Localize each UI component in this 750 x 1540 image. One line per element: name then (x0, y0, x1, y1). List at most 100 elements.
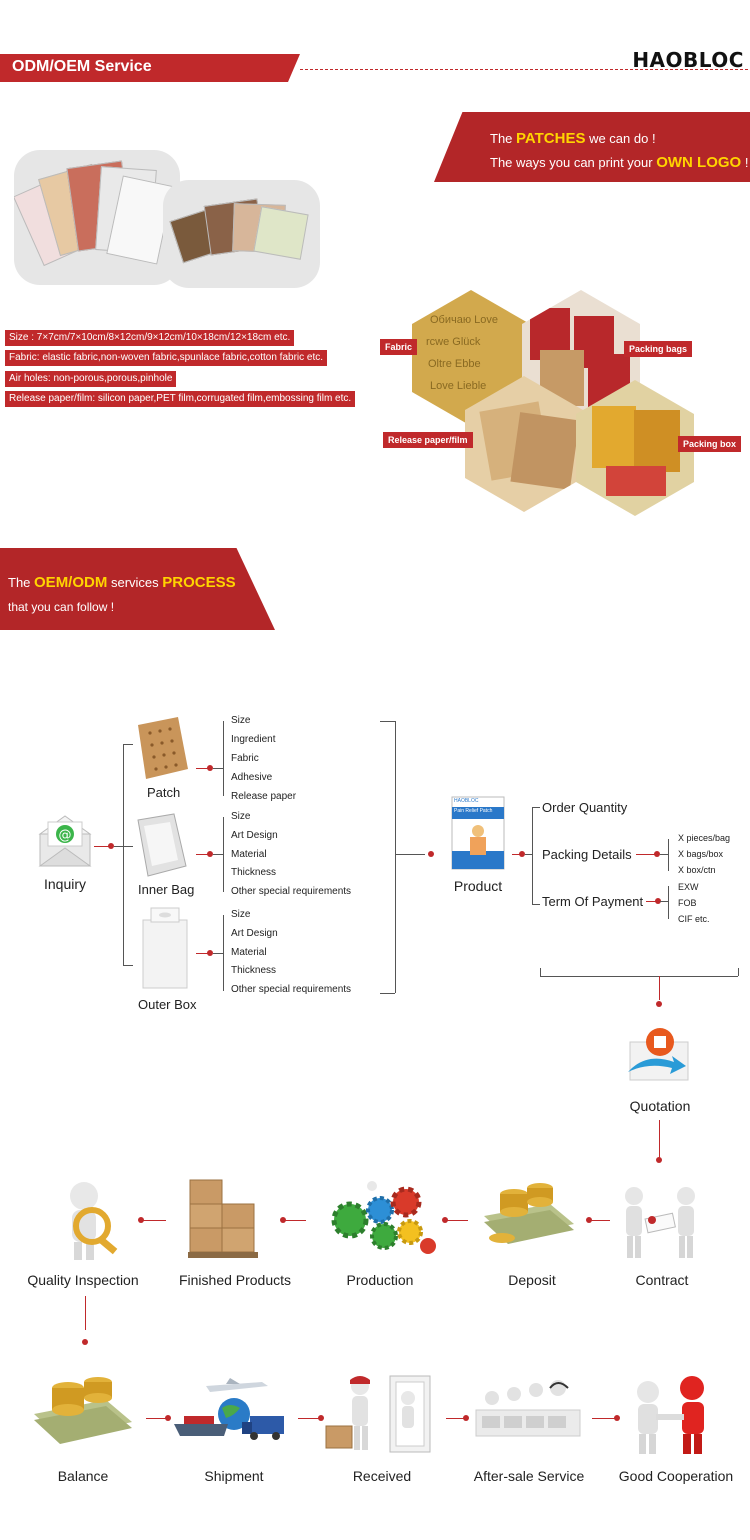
bracket-stub (114, 846, 123, 847)
finished-products-image (186, 1176, 266, 1260)
section-header-tab: ODM/OEM Service (0, 54, 300, 82)
spec-size: Size : 7×7cm/7×10cm/8×12cm/9×12cm/10×18c… (5, 330, 295, 346)
product-bracket-stub (525, 854, 532, 855)
connector (94, 846, 110, 847)
connector (590, 1220, 610, 1221)
finished-products-label: Finished Products (178, 1272, 292, 1288)
production-label: Production (346, 1272, 414, 1288)
connector (646, 901, 658, 902)
connector-dot (519, 851, 525, 857)
connector (446, 1418, 468, 1419)
connector-dot (428, 851, 434, 857)
patch-item: Size (231, 715, 251, 726)
inquiry-envelope-icon: @ (38, 812, 92, 868)
svg-text:@: @ (59, 828, 72, 843)
received-image (324, 1372, 440, 1456)
spec-air-holes: Air holes: non-porous,porous,pinhole (5, 371, 177, 387)
contract-image (612, 1182, 708, 1260)
packing-bracket-stub (660, 854, 668, 855)
quality-inspection-label: Quality Inspection (27, 1272, 139, 1288)
connector-dot (654, 851, 660, 857)
connector-dot (318, 1415, 324, 1421)
connector-dot (463, 1415, 469, 1421)
patches-banner-line1: The PATCHES we can do ! (490, 130, 656, 147)
bracket-tick (123, 965, 133, 966)
shipment-image (170, 1372, 296, 1454)
connector (196, 953, 210, 954)
product-bracket-tick (532, 807, 540, 808)
good-cooperation-label: Good Cooperation (618, 1468, 734, 1484)
connector-dot (138, 1217, 144, 1223)
hex-packing-box (576, 380, 694, 516)
outer-box-bracket-stub (213, 953, 223, 954)
connector (196, 768, 210, 769)
connector (512, 854, 522, 855)
connector (196, 854, 210, 855)
connector-dot (586, 1217, 592, 1223)
connector-dot (207, 765, 213, 771)
quote-bracket-tick (738, 968, 739, 976)
connector-dot (280, 1217, 286, 1223)
product-bracket (532, 807, 533, 904)
bracket-tick (123, 846, 133, 847)
payment-item: CIF etc. (678, 914, 710, 924)
patch-item: Release paper (231, 791, 297, 802)
shipment-label: Shipment (204, 1468, 264, 1484)
hex-label-packing-box: Packing box (678, 436, 742, 452)
patch-image (128, 715, 194, 781)
connector-dot (108, 843, 114, 849)
inner-bag-item: Material (231, 849, 267, 860)
connector (142, 1220, 166, 1221)
after-sale-service-image (472, 1380, 584, 1454)
patch-label: Patch (147, 785, 181, 800)
connector-dot (656, 1001, 662, 1007)
outer-box-bracket (223, 915, 224, 991)
patch-item: Fabric (231, 753, 259, 764)
deposit-label: Deposit (508, 1272, 556, 1288)
product-label: Product (453, 878, 503, 894)
packing-details-label: Packing Details (542, 847, 632, 862)
spec-release-paper: Release paper/film: silicon paper,PET fi… (5, 391, 356, 407)
production-gears-image (322, 1176, 440, 1260)
brand-logo: HAOBLOC (632, 48, 744, 72)
connector-dot (82, 1339, 88, 1345)
patch-samples-photo-1 (14, 150, 180, 285)
product-bracket-tick (532, 904, 540, 905)
outer-box-item: Size (231, 909, 251, 920)
inner-bag-image (132, 812, 192, 878)
connector-dot (165, 1415, 171, 1421)
connector (636, 854, 656, 855)
packing-item: X box/ctn (678, 865, 716, 875)
inner-bag-item: Thickness (231, 867, 277, 878)
connector (592, 1418, 618, 1419)
packing-bracket (668, 839, 669, 871)
connector (659, 1120, 660, 1158)
product-box-image: Pain Relief Patch HAOBLOC (448, 795, 508, 871)
packing-item: X bags/box (678, 849, 724, 859)
patch-samples-photo-2 (163, 180, 320, 288)
inner-bag-item: Art Design (231, 830, 278, 841)
spec-fabric: Fabric: elastic fabric,non-woven fabric,… (5, 350, 328, 366)
quote-bracket (540, 976, 738, 977)
connector-dot (655, 898, 661, 904)
patch-item: Adhesive (231, 772, 273, 783)
bracket-tick (380, 993, 395, 994)
inner-bag-item: Other special requirements (231, 886, 352, 897)
outer-box-item: Thickness (231, 965, 277, 976)
inner-bag-bracket-stub (213, 854, 223, 855)
patch-bracket-stub (213, 768, 223, 769)
quotation-label: Quotation (629, 1098, 691, 1114)
good-cooperation-image (622, 1372, 720, 1456)
hex-label-fabric: Fabric (380, 339, 418, 355)
inner-bag-label: Inner Bag (138, 882, 195, 897)
process-banner: The OEM/ODM services PROCESS that you ca… (0, 548, 275, 630)
product-box-brand: HAOBLOC (454, 798, 479, 804)
outer-box-label: Outer Box (138, 997, 197, 1012)
outer-box-image (137, 906, 193, 990)
hex-label-packing-bags: Packing bags (624, 341, 693, 357)
connector (284, 1220, 306, 1221)
bracket-left (123, 744, 124, 966)
bracket-right (395, 721, 396, 993)
patch-item: Ingredient (231, 734, 276, 745)
received-label: Received (352, 1468, 412, 1484)
